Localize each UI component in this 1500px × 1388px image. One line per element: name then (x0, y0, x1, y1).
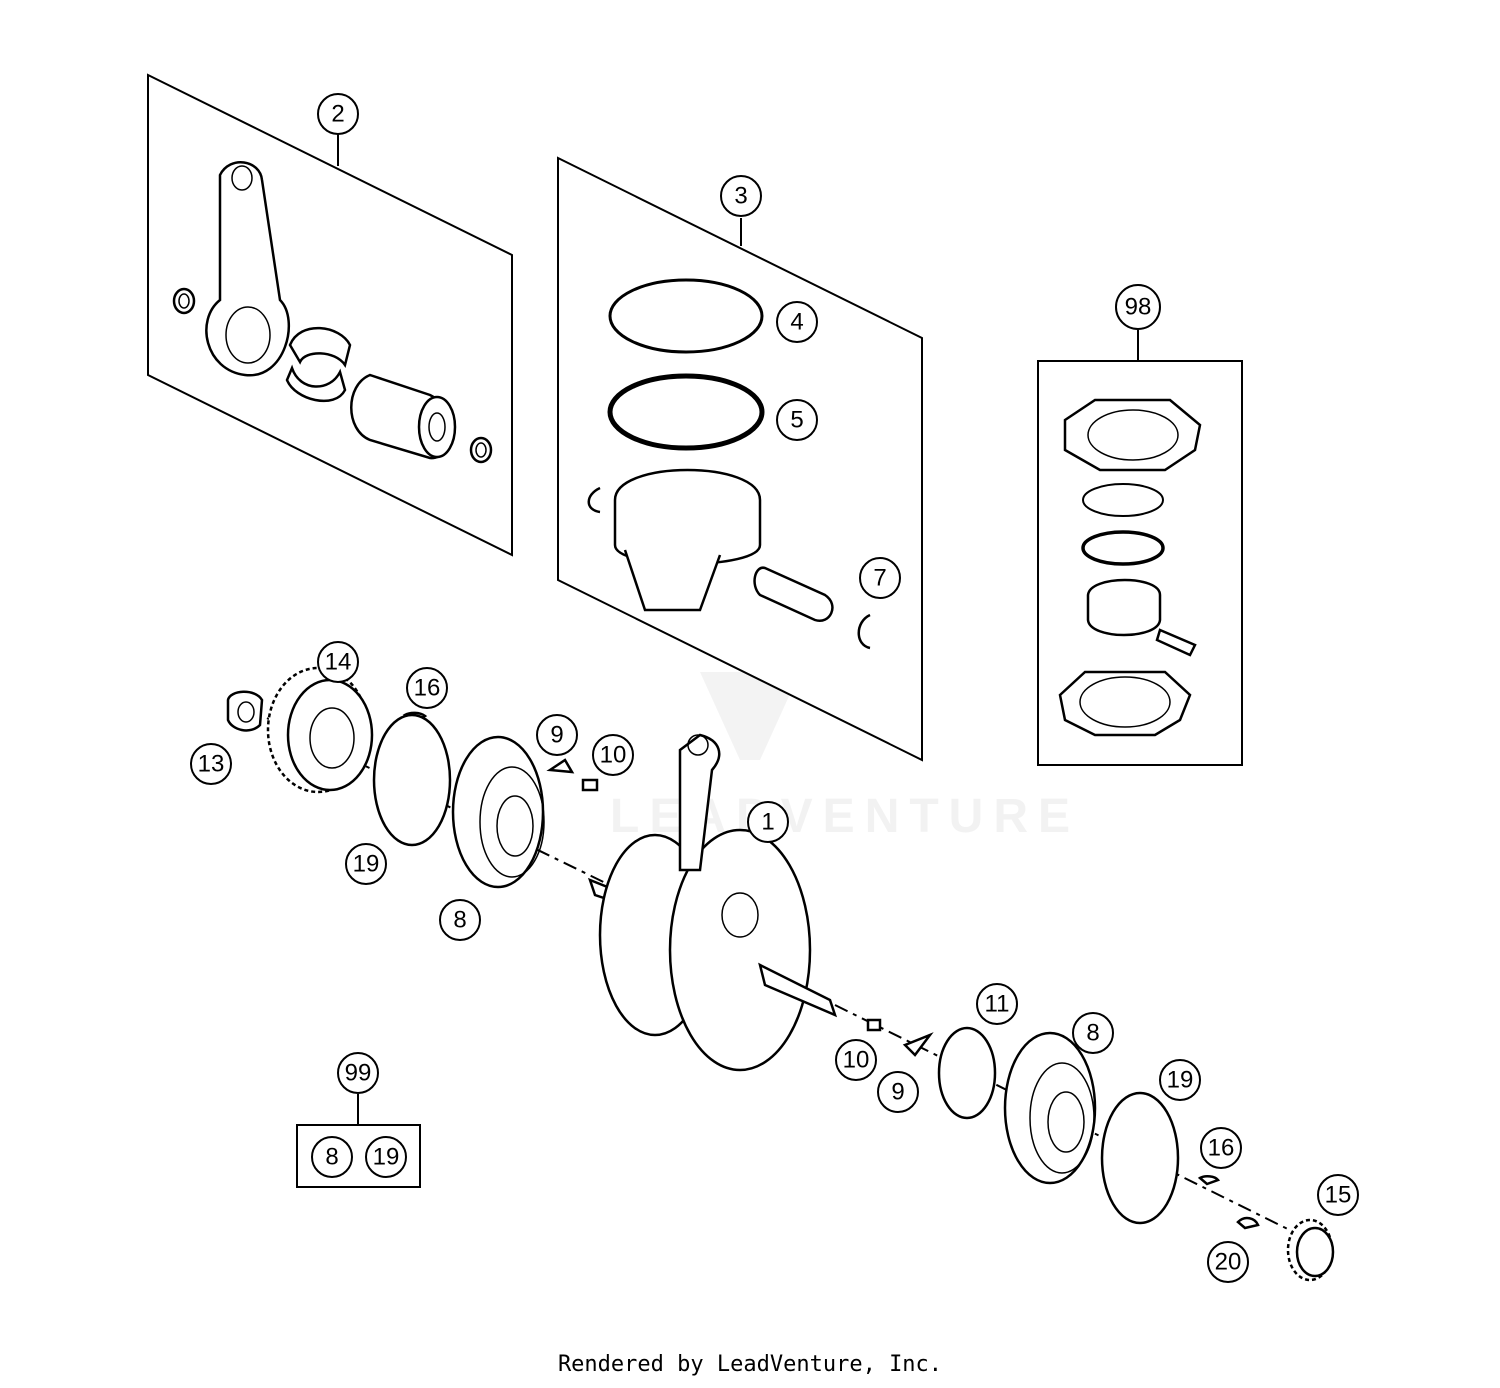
svg-text:4: 4 (790, 309, 803, 336)
conrod-kit-parts (172, 161, 493, 464)
svg-text:5: 5 (790, 407, 803, 434)
svg-text:7: 7 (873, 565, 886, 592)
svg-text:11: 11 (985, 991, 1010, 1018)
callout-99-19[interactable]: 19 (365, 1136, 407, 1178)
callout-10-right[interactable]: 10 (835, 1039, 877, 1081)
callout-15[interactable]: 15 (1317, 1174, 1359, 1216)
callout-5[interactable]: 5 (776, 399, 818, 441)
svg-text:20: 20 (1215, 1249, 1242, 1276)
callout-11[interactable]: 11 (976, 983, 1018, 1025)
callout-13[interactable]: 13 (190, 743, 232, 785)
callout-9-right[interactable]: 9 (877, 1071, 919, 1113)
svg-text:16: 16 (1208, 1135, 1235, 1162)
callout-4[interactable]: 4 (776, 301, 818, 343)
svg-text:14: 14 (325, 649, 352, 676)
callout-99-8[interactable]: 8 (311, 1136, 353, 1178)
piston-kit-panel (557, 156, 923, 762)
top-end-kit-parts (1058, 398, 1202, 737)
svg-text:9: 9 (550, 722, 563, 749)
svg-text:8: 8 (453, 907, 466, 934)
svg-text:9: 9 (891, 1079, 904, 1106)
svg-text:98: 98 (1125, 294, 1152, 321)
svg-text:15: 15 (1325, 1182, 1352, 1209)
callout-9-left[interactable]: 9 (536, 714, 578, 756)
callout-1[interactable]: 1 (747, 801, 789, 843)
callout-8-left[interactable]: 8 (439, 899, 481, 941)
svg-text:1: 1 (761, 809, 774, 836)
callout-8-right[interactable]: 8 (1072, 1012, 1114, 1054)
callout-99[interactable]: 99 (337, 1052, 379, 1094)
svg-text:19: 19 (353, 851, 380, 878)
callout-7[interactable]: 7 (859, 557, 901, 599)
svg-text:10: 10 (843, 1047, 870, 1074)
crankshaft-parts (226, 666, 1335, 1282)
callout-3[interactable]: 3 (720, 175, 762, 217)
callout-98[interactable]: 98 (1115, 284, 1161, 330)
callout-10-left[interactable]: 10 (592, 734, 634, 776)
conrod-kit-panel (147, 73, 513, 557)
piston-kit-parts (587, 278, 871, 650)
svg-text:10: 10 (600, 742, 627, 769)
svg-text:13: 13 (198, 751, 225, 778)
callout-16-left[interactable]: 16 (406, 667, 448, 709)
svg-text:16: 16 (414, 675, 441, 702)
svg-text:3: 3 (734, 183, 747, 210)
callout-16-right[interactable]: 16 (1200, 1127, 1242, 1169)
svg-text:19: 19 (373, 1144, 400, 1171)
footer-credit: Rendered by LeadVenture, Inc. (557, 1352, 943, 1377)
callout-14[interactable]: 14 (317, 641, 359, 683)
svg-text:8: 8 (1086, 1020, 1099, 1047)
svg-text:2: 2 (331, 101, 344, 128)
callout-19-left[interactable]: 19 (345, 843, 387, 885)
callout-2[interactable]: 2 (317, 93, 359, 135)
callout-19-right[interactable]: 19 (1159, 1059, 1201, 1101)
svg-text:99: 99 (345, 1060, 372, 1087)
svg-text:19: 19 (1167, 1067, 1194, 1094)
svg-text:8: 8 (325, 1144, 338, 1171)
callout-20[interactable]: 20 (1207, 1241, 1249, 1283)
